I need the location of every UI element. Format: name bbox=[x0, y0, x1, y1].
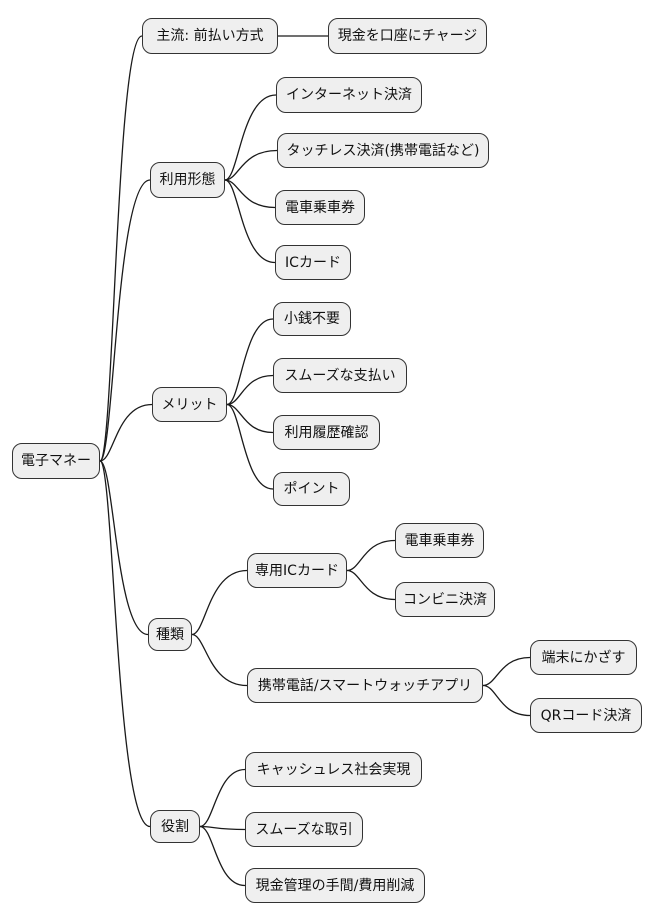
node-types: 種類 bbox=[148, 618, 192, 651]
edge-usage-internet bbox=[224, 94, 277, 181]
edge-usage-touchless bbox=[224, 149, 278, 181]
edge-usage-iccard bbox=[224, 179, 276, 264]
node-iccard: ICカード bbox=[275, 245, 351, 280]
node-smoothpay: スムーズな支払い bbox=[273, 358, 407, 393]
node-train2: 電車乗車券 bbox=[395, 523, 484, 558]
node-usage: 利用形態 bbox=[150, 162, 225, 198]
edge-merit-history bbox=[226, 403, 274, 434]
edge-usage-train1 bbox=[224, 179, 276, 209]
node-smoothtx: スムーズな取引 bbox=[245, 812, 363, 847]
edge-role-costcut bbox=[199, 825, 246, 887]
node-points: ポイント bbox=[273, 472, 350, 506]
edge-dedicated-conbini bbox=[346, 569, 396, 601]
node-merit: メリット bbox=[152, 387, 227, 422]
edge-mobileapp-qr bbox=[482, 684, 531, 717]
edge-mobileapp-holdup bbox=[482, 656, 531, 687]
edge-types-dedicated bbox=[191, 569, 248, 636]
node-nocoins: 小銭不要 bbox=[273, 302, 351, 336]
edge-dedicated-train2 bbox=[346, 539, 396, 572]
edge-role-smoothtx bbox=[199, 825, 246, 831]
node-internet: インターネット決済 bbox=[276, 77, 422, 113]
node-qr: QRコード決済 bbox=[530, 698, 642, 733]
edge-root-mainstream bbox=[99, 35, 143, 462]
node-charge: 現金を口座にチャージ bbox=[328, 18, 487, 54]
node-holdup: 端末にかざす bbox=[530, 640, 637, 675]
edge-root-types bbox=[99, 460, 149, 636]
node-train1: 電車乗車券 bbox=[275, 190, 365, 225]
root-node: 電子マネー bbox=[12, 443, 100, 479]
edge-merit-nocoins bbox=[226, 318, 274, 406]
edge-root-merit bbox=[99, 403, 153, 462]
node-touchless: タッチレス決済(携帯電話など) bbox=[277, 133, 489, 168]
edge-merit-smoothpay bbox=[226, 374, 274, 406]
edge-root-usage bbox=[99, 179, 151, 462]
node-history: 利用履歴確認 bbox=[273, 415, 380, 450]
node-conbini: コンビニ決済 bbox=[395, 582, 495, 617]
edge-root-role bbox=[99, 460, 151, 828]
node-role: 役割 bbox=[150, 810, 200, 843]
edge-role-cashless bbox=[199, 768, 246, 828]
node-mobileapp: 携帯電話/スマートウォッチアプリ bbox=[247, 668, 483, 703]
node-mainstream: 主流: 前払い方式 bbox=[142, 18, 278, 54]
edge-types-mobileapp bbox=[191, 633, 248, 687]
node-costcut: 現金管理の手間/費用削減 bbox=[245, 868, 425, 903]
node-dedicated: 専用ICカード bbox=[247, 553, 347, 588]
node-cashless: キャッシュレス社会実現 bbox=[245, 752, 422, 787]
edge-merit-points bbox=[226, 403, 274, 490]
